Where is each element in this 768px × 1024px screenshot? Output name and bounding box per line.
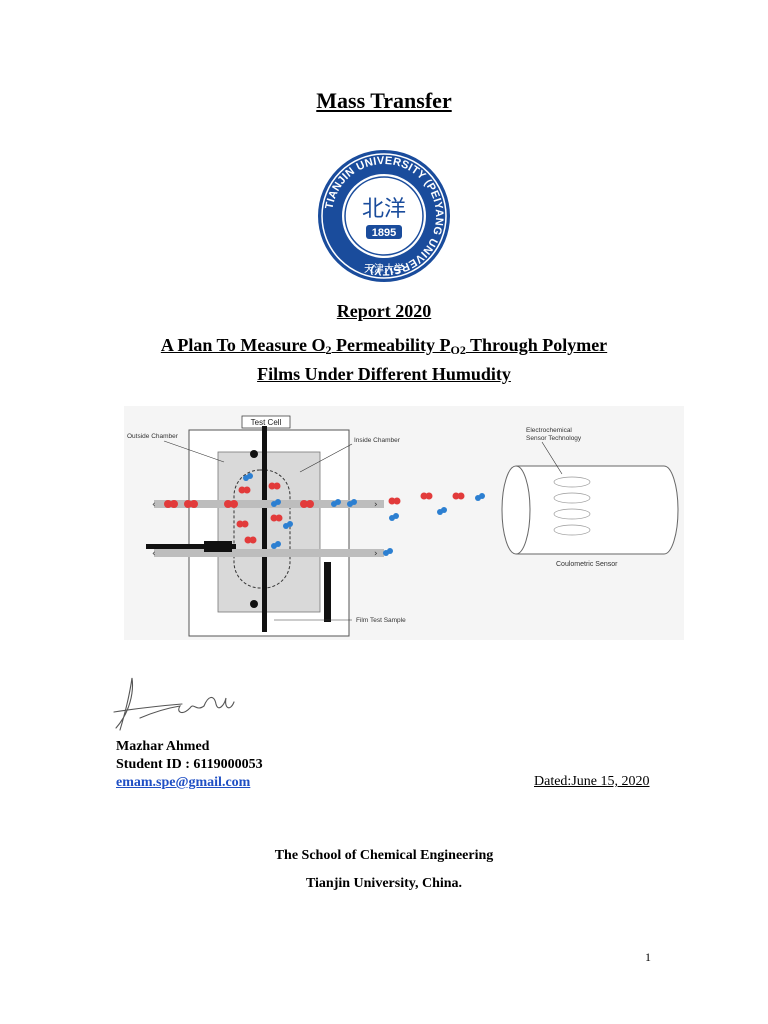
subtitle-part2: Permeability P [331,335,451,355]
label-outside-chamber: Outside Chamber [127,433,179,440]
seal-year: 1895 [372,227,396,239]
school-name: The School of Chemical Engineering [274,848,494,863]
author-name: Mazhar Ahmed [116,739,210,754]
label-sensor-tech-1: Electrochemical [526,427,572,434]
subtitle-part1-sub: 2 [325,343,332,357]
seal-bottom-chars: 天津大学 [364,262,404,275]
svg-text:‹: ‹ [152,500,156,510]
label-coulometric-sensor: Coulometric Sensor [556,561,618,568]
subtitle-part2-sub: O2 [450,343,466,357]
university-seal-logo: TIANJIN UNIVERSITY (PEIYANG UNIVERSITY) … [318,150,450,282]
author-signature [113,677,235,731]
subtitle-part3: Through Polymer [465,335,608,355]
svg-text:›: › [374,500,378,510]
svg-text:›: › [374,549,378,559]
permeation-diagram: Test Cell Outside Chamber Inside Chamber… [124,406,684,640]
author-block: Mazhar Ahmed Student ID : 6119000053 ema… [116,738,263,792]
report-subtitle: A Plan To Measure O2 Permeability PO2 Th… [84,333,684,386]
label-sensor-tech-2: Sensor Technology [526,435,582,442]
label-test-cell: Test Cell [251,418,282,427]
page-number: 1 [645,950,651,964]
svg-text:‹: ‹ [152,549,156,559]
label-inside-chamber: Inside Chamber [354,437,401,444]
subtitle-part1: A Plan To Measure O [160,335,326,355]
author-email-link[interactable]: emam.spe@gmail.com [116,775,251,790]
report-year-heading: Report 2020 [336,301,432,321]
university-name: Tianjin University, China. [305,876,463,891]
label-film-test-sample: Film Test Sample [356,617,406,624]
seal-center-chars: 北洋 [362,197,406,222]
document-title: Mass Transfer [316,88,452,113]
subtitle-line2: Films Under Different Humudity [257,364,511,384]
student-id: Student ID : 6119000053 [116,757,263,772]
report-date: Dated:June 15, 2020 [534,774,650,789]
